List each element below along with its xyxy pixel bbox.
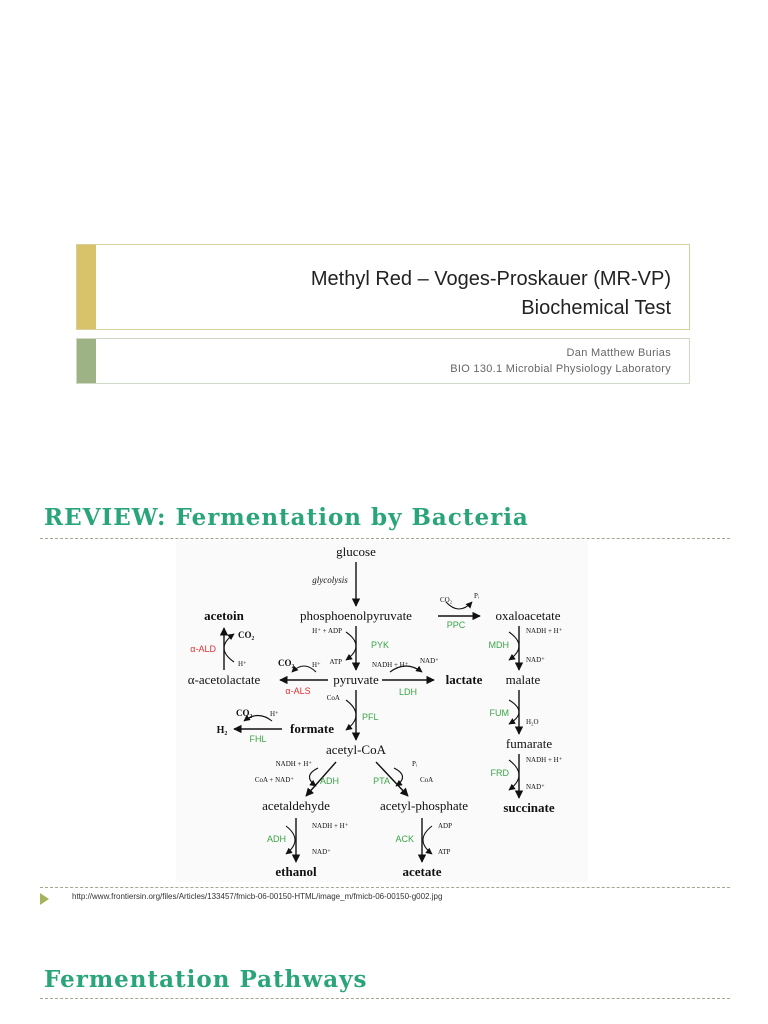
author-name: Dan Matthew Burias	[566, 347, 671, 359]
cofactor-atp-ack: ATP	[438, 848, 451, 856]
enzyme-a-ald: α-ALD	[190, 644, 216, 654]
cofactor-nadh-ldh: NADH + H⁺	[372, 661, 409, 669]
node-fumarate: fumarate	[506, 736, 552, 751]
fermentation-pathway-diagram: glucose glycolysis phosphoenolpyruvate o…	[176, 540, 588, 882]
enzyme-mdh: MDH	[489, 640, 510, 650]
title-line-2: Biochemical Test	[521, 297, 671, 319]
cofactor-h-adp: H⁺ + ADP	[312, 627, 342, 635]
arrow-acetylcoa-acetaldehyde	[305, 761, 337, 797]
node-h2: H₂	[217, 725, 228, 736]
enzyme-pyk: PYK	[371, 640, 389, 650]
node-pyruvate: pyruvate	[333, 672, 379, 687]
node-acetoin: acetoin	[204, 608, 244, 623]
node-succinate: succinate	[503, 800, 555, 815]
node-acetate: acetate	[403, 864, 442, 879]
cofactor-co2-acetoin: CO₂	[238, 630, 255, 640]
node-malate: malate	[506, 672, 541, 687]
enzyme-fum: FUM	[490, 708, 510, 718]
source-divider	[40, 887, 730, 888]
arc-als	[291, 665, 317, 673]
arc-ald	[223, 633, 235, 663]
slide-title: Methyl Red – Voges-Proskauer (MR-VP) Bio…	[311, 265, 671, 323]
cofactor-co2-fhl: CO₂	[236, 708, 253, 718]
section-heading-review: REVIEW: Fermentation by Bacteria	[44, 504, 529, 531]
node-lactate: lactate	[446, 672, 483, 687]
cofactor-pi-pta: Pᵢ	[412, 760, 418, 768]
node-glucose: glucose	[336, 544, 376, 559]
arc-fum	[508, 699, 520, 725]
cofactor-atp-pyk: ATP	[330, 658, 343, 666]
cofactor-coa-nad-adh1: CoA + NAD⁺	[255, 776, 294, 784]
title-line-1: Methyl Red – Voges-Proskauer (MR-VP)	[310, 268, 671, 290]
cofactor-nadh-frd: NADH + H⁺	[526, 756, 563, 764]
enzyme-ppc: PPC	[447, 620, 466, 630]
enzyme-ldh: LDH	[399, 687, 417, 697]
cofactor-nad-mdh: NAD⁺	[526, 656, 545, 664]
cofactor-co2-als: CO₂	[278, 658, 295, 668]
node-phosphoenolpyruvate: phosphoenolpyruvate	[300, 608, 412, 623]
arc-frd	[508, 759, 520, 791]
bullet-arrow-icon	[40, 893, 49, 905]
cofactor-pi-ppc: Pᵢ	[474, 592, 480, 600]
node-ethanol: ethanol	[275, 864, 317, 879]
title-box: Methyl Red – Voges-Proskauer (MR-VP) Bio…	[76, 244, 690, 330]
cofactor-coa-pta: CoA	[420, 776, 433, 784]
arc-pta	[393, 767, 404, 787]
cofactor-nadh-adh1: NADH + H⁺	[276, 760, 313, 768]
cofactor-nad-adh2: NAD⁺	[312, 848, 331, 856]
cofactor-h-als: H⁺	[312, 661, 321, 669]
cofactor-h-acetoin: H⁺	[238, 660, 247, 668]
source-url: http://www.frontiersin.org/files/Article…	[72, 892, 443, 901]
subtitle-accent-bar	[77, 339, 96, 383]
section-divider-2	[40, 998, 730, 999]
title-accent-bar	[77, 245, 96, 329]
node-acetolactate: α-acetolactate	[188, 672, 261, 687]
arc-mdh	[508, 631, 520, 661]
arc-adh1	[308, 767, 319, 787]
node-acetyl-phosphate: acetyl-phosphate	[380, 798, 468, 813]
arc-ack	[422, 825, 433, 855]
cofactor-nadh-adh2: NADH + H⁺	[312, 822, 349, 830]
section-heading-fermentation-pathways: Fermentation Pathways	[44, 966, 368, 993]
enzyme-fhl: FHL	[249, 734, 266, 744]
cofactor-h-fhl: H⁺	[270, 710, 279, 718]
enzyme-frd: FRD	[491, 768, 510, 778]
cofactor-adp-ack: ADP	[438, 822, 452, 830]
enzyme-pfl: PFL	[362, 712, 379, 722]
arc-fhl	[243, 714, 273, 722]
node-acetaldehyde: acetaldehyde	[262, 798, 330, 813]
cofactor-co2-ppc: CO₂	[440, 596, 453, 604]
enzyme-adh1: ADH	[320, 776, 339, 786]
arc-pyk	[345, 631, 357, 661]
section-divider	[40, 538, 730, 539]
cofactor-h2o-fum: H₂O	[526, 718, 539, 726]
cofactor-nadh-mdh: NADH + H⁺	[526, 627, 563, 635]
enzyme-ack: ACK	[395, 834, 414, 844]
course-name: BIO 130.1 Microbial Physiology Laborator…	[450, 363, 671, 375]
cofactor-nad-ldh: NAD⁺	[420, 657, 439, 665]
pathway-svg: glucose glycolysis phosphoenolpyruvate o…	[188, 544, 563, 879]
arc-ppc	[445, 601, 473, 610]
label-glycolysis: glycolysis	[312, 575, 348, 585]
arc-pfl	[345, 699, 357, 731]
enzyme-adh2: ADH	[267, 834, 286, 844]
arrow-acetylcoa-acetylphosphate	[375, 761, 409, 797]
arc-adh2	[285, 825, 296, 855]
node-oxaloacetate: oxaloacetate	[496, 608, 561, 623]
arc-ldh	[389, 665, 423, 673]
cofactor-coa-pfl: CoA	[327, 694, 340, 702]
enzyme-pta: PTA	[373, 776, 390, 786]
cofactor-nad-frd: NAD⁺	[526, 783, 545, 791]
slide-subtitle: Dan Matthew Burias BIO 130.1 Microbial P…	[450, 345, 671, 377]
subtitle-box: Dan Matthew Burias BIO 130.1 Microbial P…	[76, 338, 690, 384]
node-formate: formate	[290, 721, 334, 736]
enzyme-a-als: α-ALS	[285, 686, 310, 696]
node-acetyl-coa: acetyl-CoA	[326, 742, 387, 757]
